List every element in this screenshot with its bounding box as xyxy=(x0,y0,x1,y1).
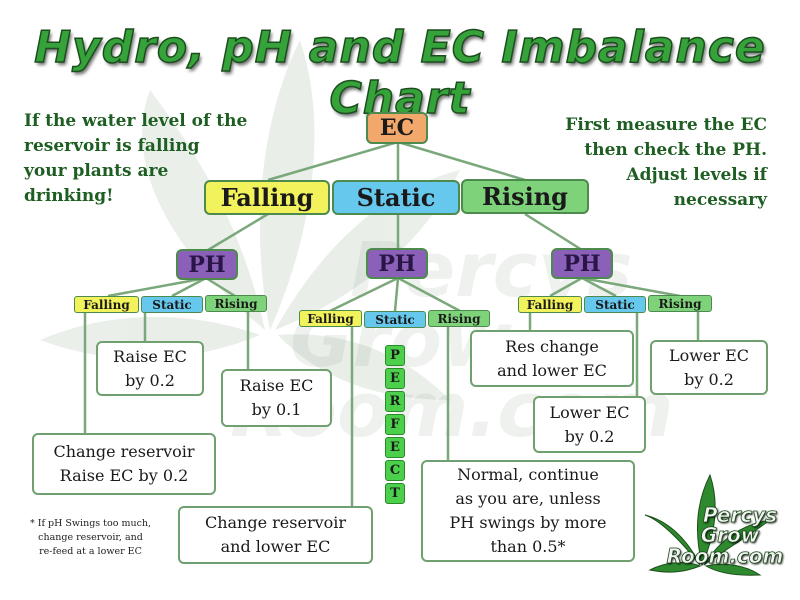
right-note: First measure the EC then check the PH. … xyxy=(565,115,767,210)
perfect-letter: E xyxy=(385,437,405,458)
ph-right-falling-label: Falling xyxy=(526,297,574,312)
action-change-reservoir-lower: Change reservoir and lower EC xyxy=(178,506,373,564)
ec-falling-node: Falling xyxy=(204,180,330,215)
perfect-vertical-label: P E R F E C T xyxy=(385,345,405,506)
action-res-change-lower: Res change and lower EC xyxy=(470,330,634,387)
ph-left-static-label: Static xyxy=(152,297,192,312)
action-raise-ec-0-1: Raise EC by 0.1 xyxy=(221,369,332,427)
footnote: * If pH Swings too much, change reservoi… xyxy=(29,518,152,557)
ph-middle-rising: Rising xyxy=(428,310,490,327)
logo-line-2: Grow xyxy=(700,523,760,547)
perfect-letter: T xyxy=(385,483,405,504)
ph-node-left: PH xyxy=(176,249,238,280)
ec-root-node: EC xyxy=(366,112,428,144)
ec-rising-label: Rising xyxy=(482,182,568,211)
page-title: Hydro, pH and EC Imbalance Chart xyxy=(33,21,766,125)
action-lower-ec-middle: Lower EC by 0.2 xyxy=(533,396,646,453)
perfect-letter: C xyxy=(385,460,405,481)
ec-static-label: Static xyxy=(356,183,436,212)
perfect-letter: R xyxy=(385,391,405,412)
ph-middle-rising-label: Rising xyxy=(437,311,481,326)
ph-right-static-label: Static xyxy=(595,297,635,312)
ph-middle-falling-label: Falling xyxy=(307,311,354,326)
ec-static-node: Static xyxy=(332,180,460,215)
perfect-letter: E xyxy=(385,368,405,389)
logo-line-3: Room.com xyxy=(666,544,784,568)
left-note: If the water level of the reservoir is f… xyxy=(24,111,248,206)
ph-right-rising: Rising xyxy=(648,295,712,312)
ec-rising-node: Rising xyxy=(461,179,589,214)
ph-label-left: PH xyxy=(188,251,226,278)
ph-label-right: PH xyxy=(563,250,601,277)
ph-label-middle: PH xyxy=(378,250,416,277)
logo-line-1: Percys xyxy=(702,503,778,527)
ec-falling-label: Falling xyxy=(220,183,314,212)
logo-text: Percys Grow Room.com xyxy=(660,503,790,568)
ph-middle-static-label: Static xyxy=(375,312,415,327)
ph-left-rising-label: Rising xyxy=(214,296,258,311)
ph-left-rising: Rising xyxy=(205,295,267,312)
ph-node-middle: PH xyxy=(366,248,428,279)
perfect-letter: F xyxy=(385,414,405,435)
ph-node-right: PH xyxy=(551,248,613,279)
ph-left-falling: Falling xyxy=(74,296,139,313)
ph-middle-static: Static xyxy=(364,311,426,328)
action-change-reservoir-raise: Change reservoir Raise EC by 0.2 xyxy=(32,433,216,495)
ph-right-falling: Falling xyxy=(518,296,582,313)
logo-leaf-icon xyxy=(644,473,771,576)
ph-right-static: Static xyxy=(584,296,646,313)
ph-left-falling-label: Falling xyxy=(83,297,130,312)
action-lower-ec-right: Lower EC by 0.2 xyxy=(650,340,768,395)
ph-left-static: Static xyxy=(141,296,203,313)
ec-root-label: EC xyxy=(379,115,415,141)
ph-middle-falling: Falling xyxy=(299,310,362,327)
action-normal-continue: Normal, continue as you are, unless PH s… xyxy=(421,460,635,562)
action-raise-ec-0-2: Raise EC by 0.2 xyxy=(96,341,204,396)
ph-right-rising-label: Rising xyxy=(658,296,702,311)
perfect-letter: P xyxy=(385,345,405,366)
